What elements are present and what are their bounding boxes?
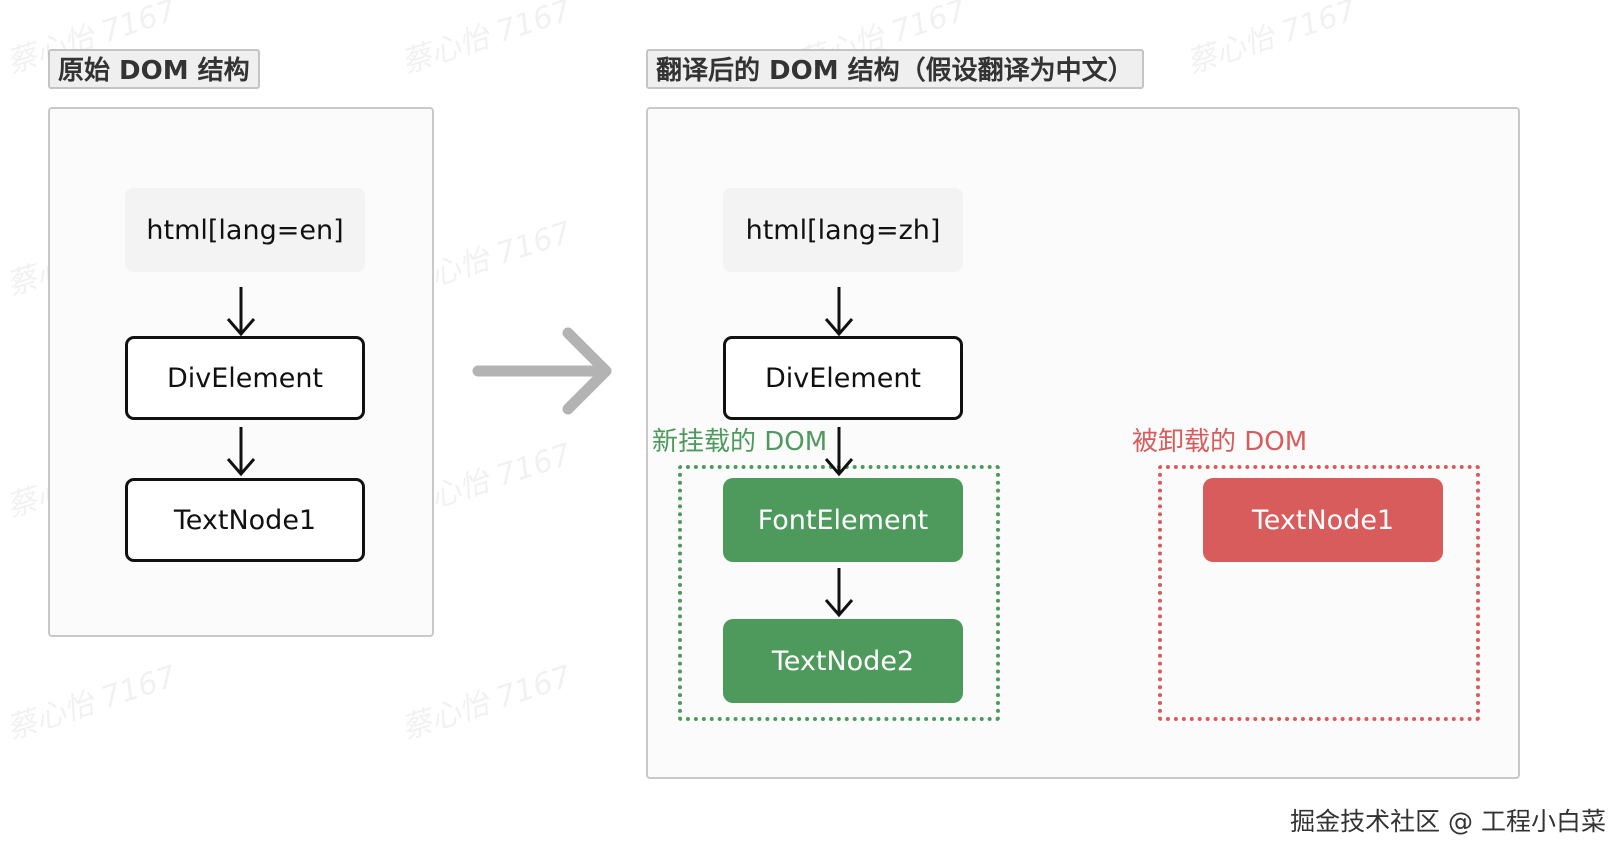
watermark: 蔡心怡 7167 <box>397 0 576 81</box>
html-en-node: html[lang=en] <box>125 188 365 272</box>
div-element-node: DivElement <box>723 336 963 420</box>
html-zh-node: html[lang=zh] <box>723 188 963 272</box>
font-element-node: FontElement <box>723 478 963 562</box>
text-node2-node: TextNode2 <box>723 619 963 703</box>
original-dom-title: 原始 DOM 结构 <box>48 49 260 89</box>
mounted-dom-label: 新挂载的 DOM <box>652 427 828 457</box>
watermark: 蔡心怡 7167 <box>2 659 181 747</box>
div-element-node: DivElement <box>125 336 365 420</box>
unmounted-dom-group <box>1158 465 1480 721</box>
arrow-right-icon <box>472 327 612 415</box>
arrow-down-icon <box>824 427 854 477</box>
text-node1-node: TextNode1 <box>125 478 365 562</box>
watermark: 蔡心怡 7167 <box>397 659 576 747</box>
text-node1-unmounted-node: TextNode1 <box>1203 478 1443 562</box>
arrow-down-icon <box>226 287 256 337</box>
translated-dom-title: 翻译后的 DOM 结构（假设翻译为中文） <box>646 49 1144 89</box>
arrow-down-icon <box>824 287 854 337</box>
arrow-down-icon <box>824 568 854 618</box>
arrow-down-icon <box>226 427 256 477</box>
source-credit: 掘金技术社区 @ 工程小白菜 <box>1290 807 1606 836</box>
watermark: 蔡心怡 7167 <box>1182 0 1361 81</box>
unmounted-dom-label: 被卸载的 DOM <box>1132 427 1308 457</box>
